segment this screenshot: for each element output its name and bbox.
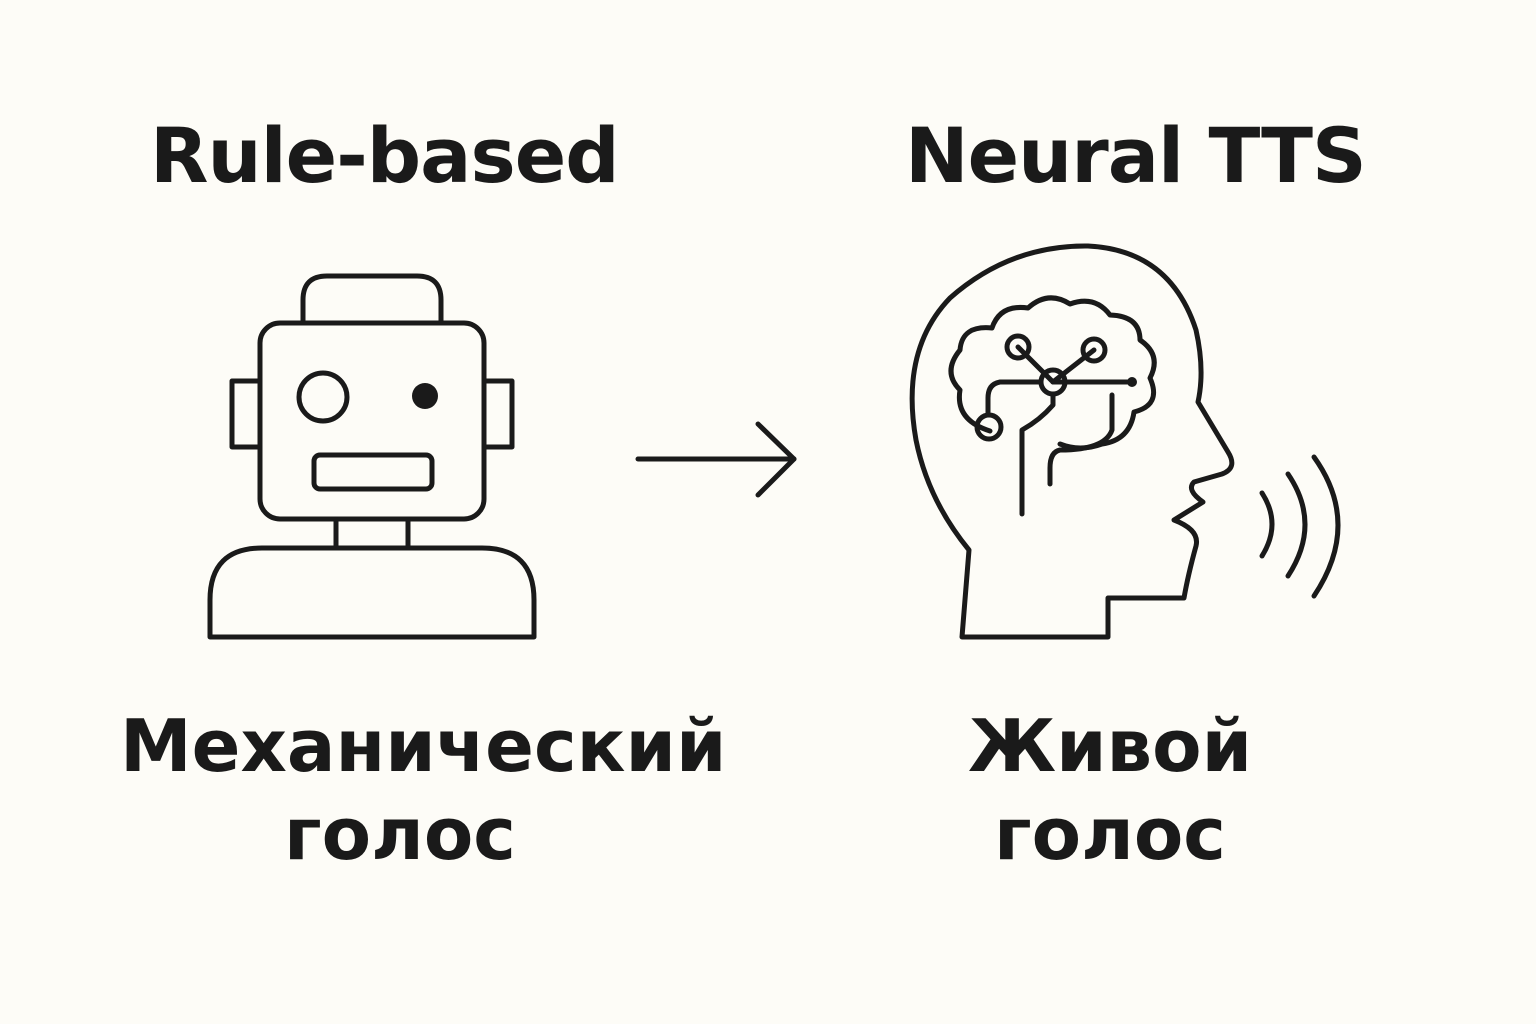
live-voice-caption: Живой голос bbox=[900, 702, 1320, 878]
caption-right-line1: Живой bbox=[967, 704, 1253, 788]
robot-icon bbox=[207, 273, 537, 640]
robot-eye-icon bbox=[412, 383, 438, 409]
caption-left-line1: Механический bbox=[120, 704, 727, 788]
neural-tts-title: Neural TTS bbox=[905, 111, 1367, 200]
circuit-end-node-icon bbox=[1127, 377, 1137, 387]
human-head-brain-icon bbox=[909, 243, 1235, 640]
caption-left-line2: голос bbox=[284, 792, 516, 876]
caption-right-line2: голос bbox=[994, 792, 1226, 876]
arrow-right-icon bbox=[635, 421, 797, 498]
rule-based-title: Rule-based bbox=[150, 111, 620, 200]
sound-waves-icon bbox=[1259, 454, 1341, 599]
mechanical-voice-caption: Механический голос bbox=[120, 702, 727, 878]
